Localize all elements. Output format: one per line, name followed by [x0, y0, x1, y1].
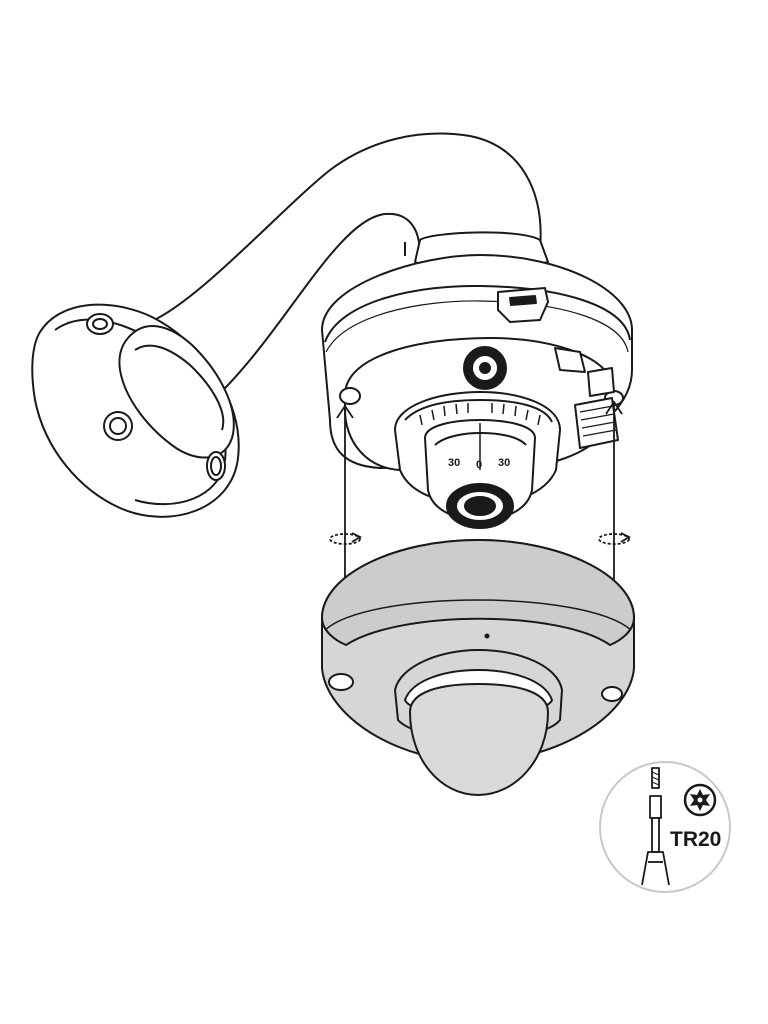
cover-screw-hole-left [328, 673, 354, 691]
right-rotate-icon [598, 532, 631, 545]
cover-indicator-dot [484, 633, 490, 639]
housing-rim-line-2 [325, 300, 629, 353]
alignment-guides [329, 400, 631, 585]
dome-cover [321, 539, 635, 796]
dome-bubble [409, 683, 549, 796]
gimbal-tick-marks [419, 403, 541, 426]
screw-post-left [339, 387, 361, 405]
torx-bit-label: TR20 [670, 828, 721, 851]
connector-clip [554, 347, 586, 373]
right-guide-arrow-icon [605, 400, 623, 415]
network-connector [587, 367, 615, 397]
arm-flange-inner [134, 344, 225, 431]
left-guide-arrow-icon [336, 404, 354, 419]
tool-callout: TR20 [599, 761, 731, 893]
cover-edge-line [324, 599, 632, 631]
terminal-block-lines [579, 405, 617, 437]
lens-scale-right: 30 [498, 457, 510, 469]
wall-plate-hole [109, 417, 127, 435]
torx-star-icon [683, 783, 717, 817]
camera-base-assembly [321, 231, 633, 529]
cover-top-face [321, 539, 635, 646]
cable-gland-inner [479, 362, 491, 374]
gimbal-ring [404, 399, 553, 423]
wall-plate-hole [92, 318, 108, 330]
mount-arm-tube [149, 132, 542, 406]
wall-plate-hole [210, 456, 222, 476]
pendant-wall-mount-arm [31, 132, 542, 518]
screwdriver-icon [641, 767, 670, 886]
tool-callout-circle [599, 761, 731, 893]
sd-card [509, 295, 537, 306]
lens-scale-center: 0 [476, 459, 482, 471]
left-rotate-icon [329, 532, 362, 545]
cover-screw-hole-right [601, 686, 623, 702]
housing-rim-line [324, 284, 631, 343]
lens-scale-left: 30 [448, 457, 460, 469]
lens-glass [464, 496, 496, 516]
